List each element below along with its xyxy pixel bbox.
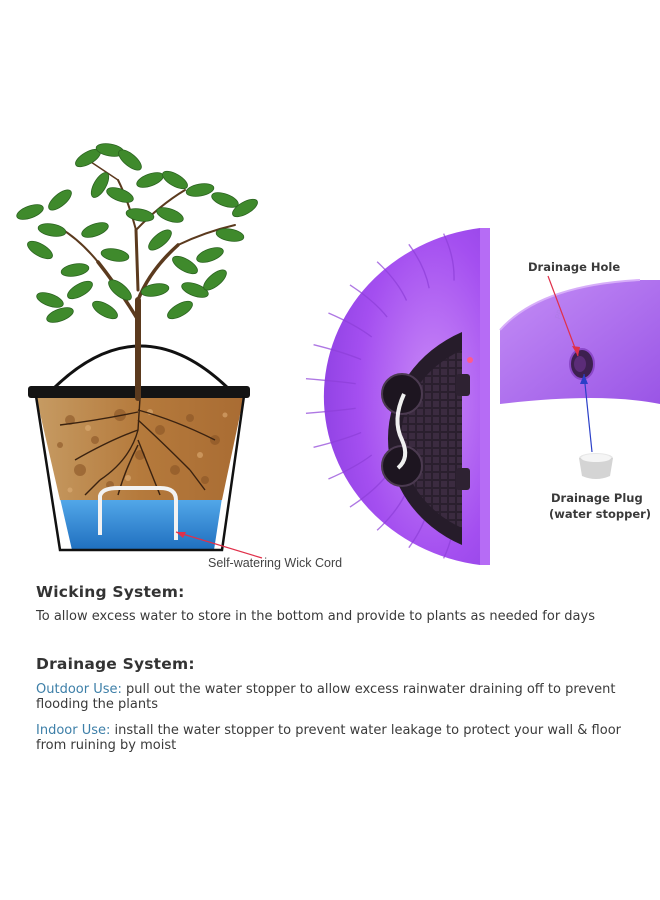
- planter-rib: [305, 377, 356, 385]
- leaf: [90, 172, 110, 198]
- leaf: [37, 223, 67, 237]
- planter-rib: [313, 344, 362, 361]
- leaf: [81, 222, 109, 238]
- leaf: [48, 189, 72, 211]
- water-reservoir: [60, 498, 222, 550]
- leaf: [46, 307, 74, 323]
- leaf: [92, 300, 118, 320]
- planter-rib: [313, 431, 362, 448]
- plant-pot-illustration: [16, 143, 258, 552]
- drainage-section: Drainage System: Outdoor Use: pull out t…: [36, 655, 636, 753]
- leaf: [136, 172, 164, 188]
- leaf: [36, 292, 64, 308]
- leaf: [167, 300, 193, 320]
- leaf: [156, 207, 184, 223]
- leaf: [16, 204, 44, 220]
- leaf: [185, 183, 215, 197]
- plug-arrow: [583, 373, 593, 453]
- planter-rib: [408, 243, 430, 289]
- leaf: [181, 282, 209, 298]
- leaf: [215, 228, 245, 242]
- indoor-use-paragraph: Indoor Use: install the water stopper to…: [36, 723, 636, 753]
- soil: [36, 396, 244, 500]
- roots: [59, 397, 216, 496]
- drainage-plug: [579, 453, 613, 479]
- indoor-use-text: install the water stopper to prevent wat…: [110, 723, 622, 738]
- leaf: [203, 269, 227, 291]
- leaf: [27, 240, 53, 260]
- leaf: [60, 263, 90, 277]
- leaf: [106, 187, 134, 203]
- outdoor-use-label: Outdoor Use:: [36, 682, 122, 697]
- planter-rib: [376, 261, 408, 301]
- wicking-text: To allow excess water to store in the bo…: [36, 609, 595, 624]
- planter-bottom-view: [305, 228, 490, 565]
- wick-cord-label: Self-watering Wick Cord: [208, 556, 343, 570]
- leaf: [125, 208, 155, 222]
- leaf: [148, 229, 172, 251]
- indoor-use-label: Indoor Use:: [36, 723, 111, 738]
- drainage-plug-label: Drainage Plug: [551, 491, 643, 505]
- hole-arrow: [547, 275, 579, 357]
- leaf: [108, 279, 132, 301]
- leaf: [162, 170, 188, 190]
- drainage-heading: Drainage System:: [36, 655, 195, 673]
- planter-rib: [442, 233, 455, 281]
- wicking-heading: Wicking System:: [36, 583, 185, 601]
- planter-rib: [305, 407, 356, 415]
- outdoor-use-paragraph: Outdoor Use: pull out the water stopper …: [36, 682, 636, 712]
- wicking-section: Wicking System: To allow excess water to…: [36, 583, 636, 624]
- leaf: [172, 255, 198, 275]
- svg-text:PP: PP: [553, 308, 565, 320]
- planter-rib: [349, 284, 388, 318]
- planter-diagram: PP: [16, 143, 660, 565]
- wick-arrow: [175, 531, 263, 559]
- leaf: [211, 192, 239, 208]
- leaf: [232, 198, 258, 218]
- planter-rib: [328, 312, 373, 338]
- drainage-detail: PP: [499, 279, 660, 479]
- outdoor-use-text-2: flooding the plants: [36, 697, 158, 712]
- planter-rib: [328, 454, 373, 480]
- outdoor-use-text: pull out the water stopper to allow exce…: [121, 682, 616, 697]
- drainage-plug-sublabel: (water stopper): [549, 507, 652, 521]
- leaf: [67, 280, 93, 300]
- arrows: [175, 275, 593, 559]
- leaves: [16, 143, 258, 323]
- leaf: [196, 247, 224, 263]
- leaf: [140, 283, 170, 297]
- drainage-hole-label: Drainage Hole: [528, 260, 621, 274]
- leaf: [100, 248, 130, 262]
- leaf: [118, 149, 142, 171]
- indoor-use-text-2: from ruining by moist: [36, 738, 177, 753]
